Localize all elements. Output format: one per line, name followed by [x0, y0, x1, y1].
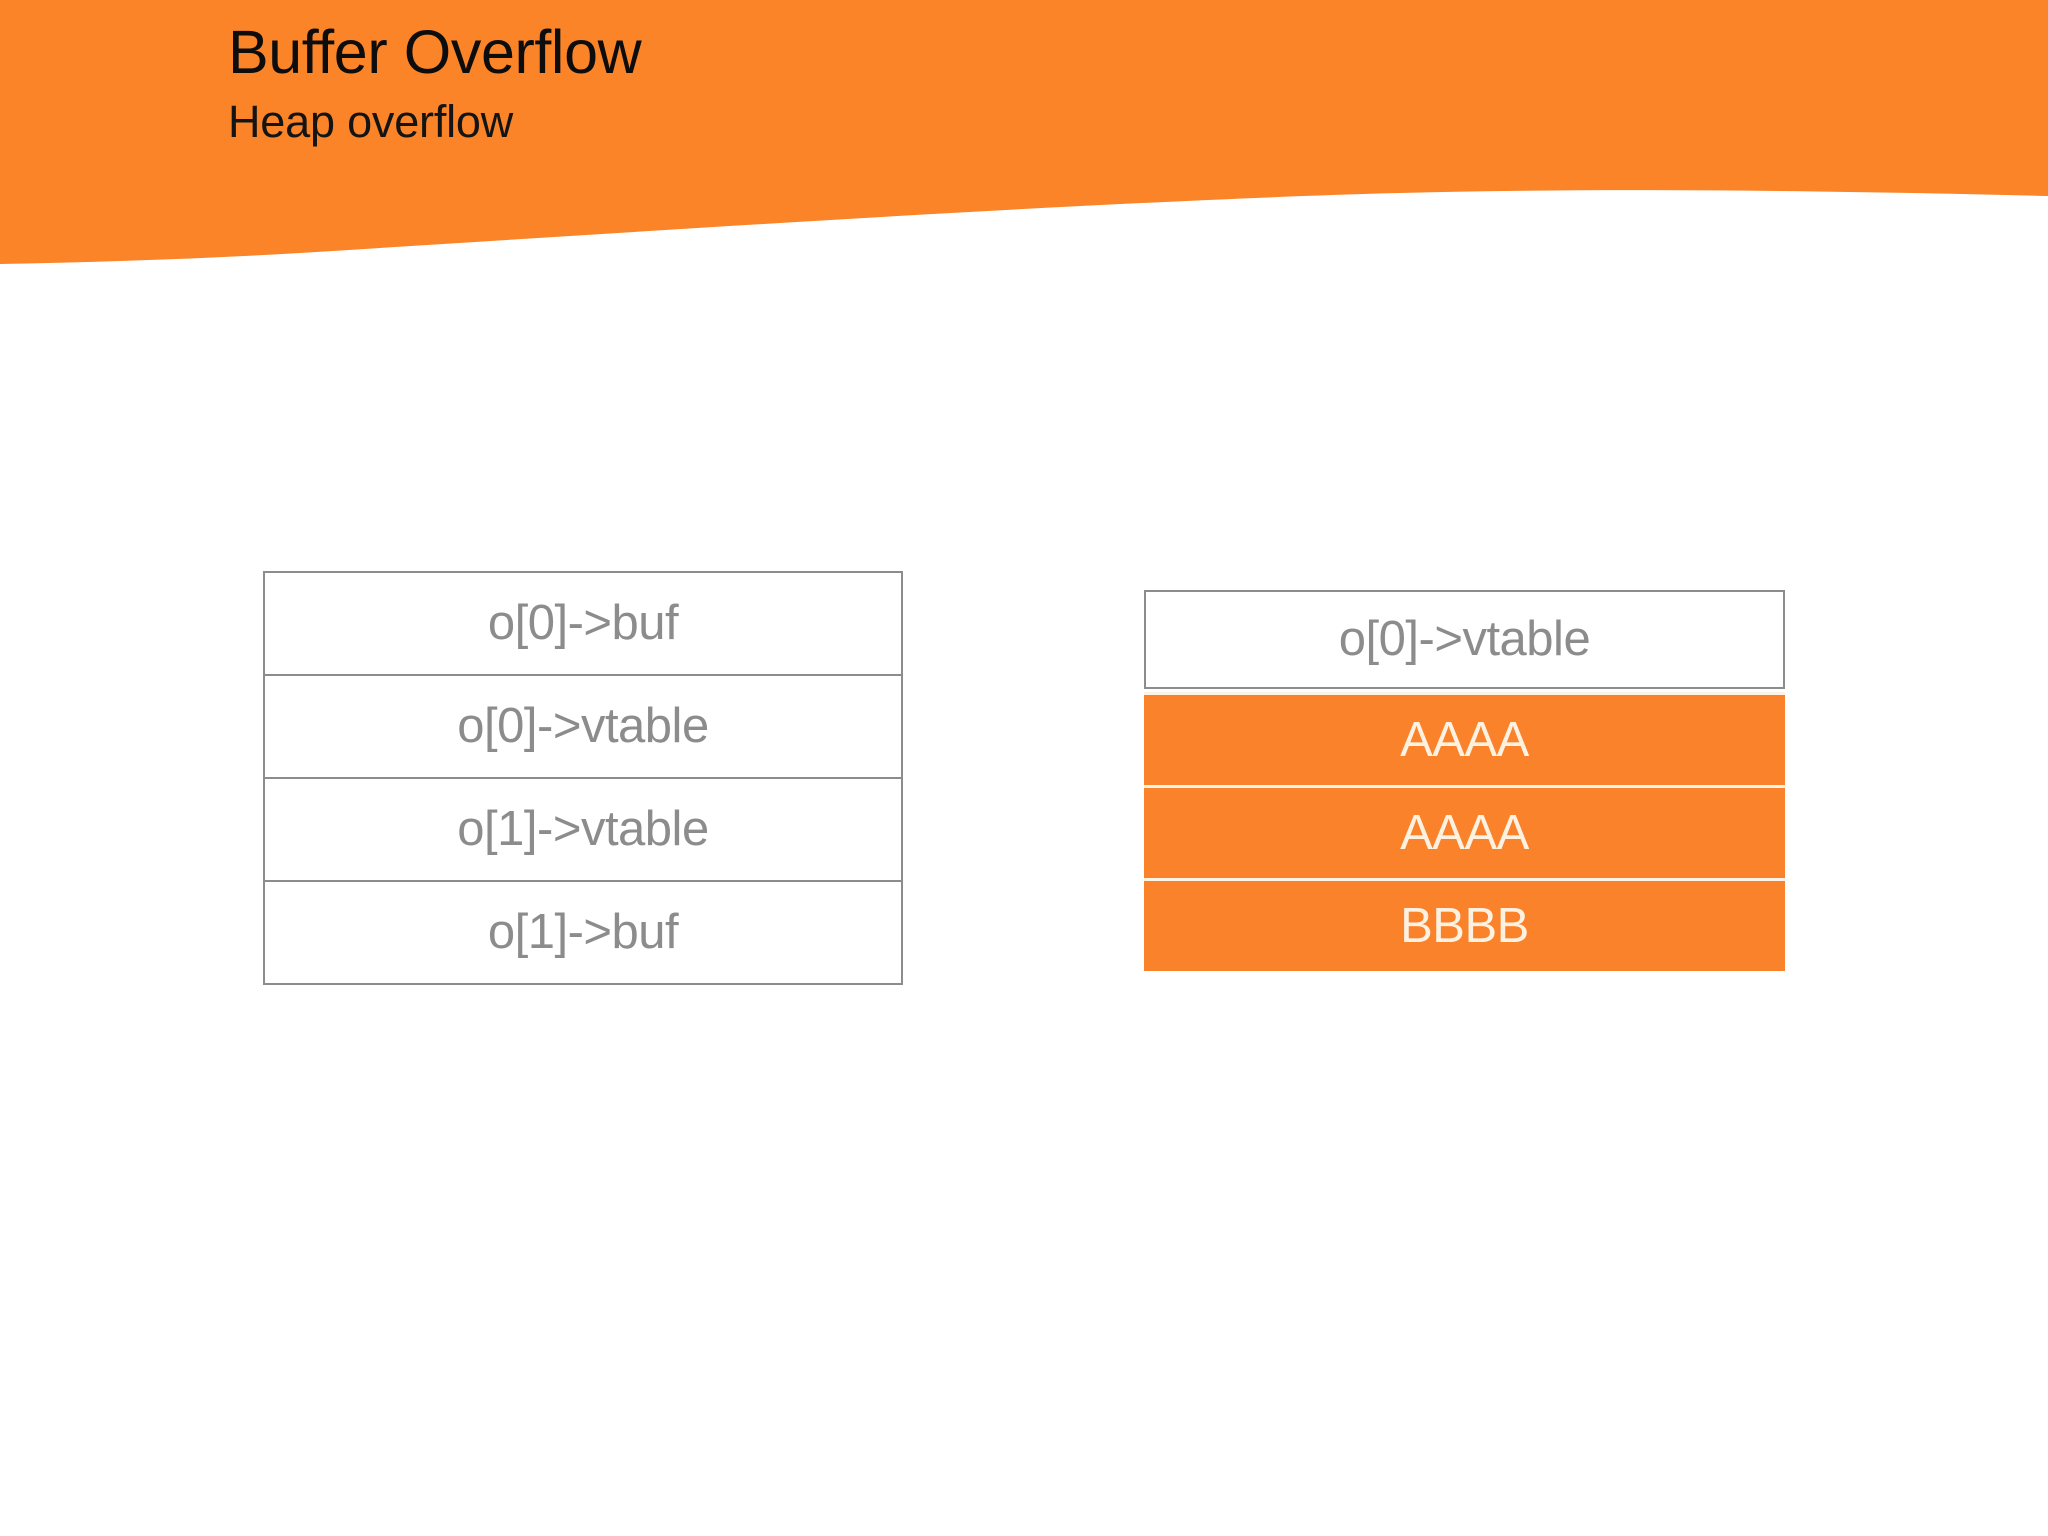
memory-row-label: BBBB [1400, 898, 1529, 953]
memory-row: o[0]->buf [263, 571, 903, 676]
memory-row-label: o[1]->buf [487, 905, 679, 959]
header-banner [0, 0, 2048, 270]
page-subtitle: Heap overflow [228, 96, 514, 147]
memory-row-label: o[0]->vtable [1338, 612, 1591, 666]
memory-row: o[0]->vtable [1144, 590, 1785, 689]
memory-row: o[0]->vtable [263, 674, 903, 779]
memory-row-label: AAAA [1400, 805, 1529, 860]
memory-row-label: AAAA [1400, 712, 1529, 767]
memory-row: o[1]->buf [263, 880, 903, 985]
memory-row: AAAA [1144, 785, 1785, 878]
memory-row: BBBB [1144, 878, 1785, 971]
memory-row-label: o[0]->buf [487, 596, 679, 650]
memory-row: AAAA [1144, 692, 1785, 785]
normal-heap-layout-table: o[0]->buf o[0]->vtable o[1]->vtable o[1]… [263, 571, 903, 985]
page-title: Buffer Overflow [228, 18, 642, 86]
memory-row: o[1]->vtable [263, 777, 903, 882]
memory-row-label: o[1]->vtable [457, 802, 709, 856]
header-text-block: Buffer Overflow Heap overflow [228, 18, 1428, 147]
banner-shape [0, 0, 2048, 264]
overflowed-heap-layout-table: o[0]->vtable AAAA AAAA BBBB [1144, 590, 1785, 971]
memory-row-label: o[0]->vtable [457, 699, 709, 753]
